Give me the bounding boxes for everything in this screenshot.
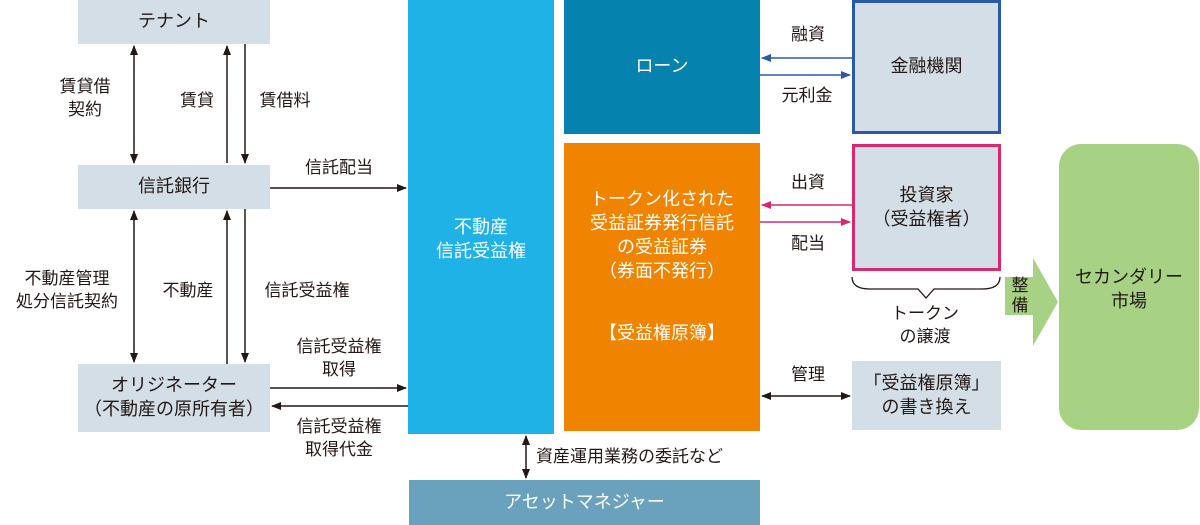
financial-institution-box: 金融機関 bbox=[852, 0, 1001, 134]
real-estate-label: 不動産 bbox=[162, 281, 214, 301]
asset-manager-label: アセットマネジャー bbox=[504, 491, 665, 513]
investment-label: 出資 bbox=[791, 173, 825, 193]
develop-arrow bbox=[1005, 258, 1058, 346]
dividend-label: 配当 bbox=[791, 234, 825, 254]
rent-label: 賃借料 bbox=[259, 91, 311, 111]
trust-bank-box: 信託銀行 bbox=[78, 165, 270, 209]
tenant-box: テナント bbox=[78, 0, 270, 44]
loan-box: ローン bbox=[564, 0, 760, 134]
financing-label: 融資 bbox=[791, 25, 825, 45]
register-rewrite-box: 「受益権原簿」 の書き換え bbox=[852, 361, 1001, 430]
beneficiary-register-label: 【受益権原簿】 bbox=[599, 323, 725, 344]
originator-label: オリジネーター （不動産の原所有者） bbox=[84, 375, 264, 420]
token-transfer-label: トークン の譲渡 bbox=[891, 304, 959, 347]
real-estate-trust-column: 不動産 信託受益権 bbox=[408, 0, 554, 434]
investor-label: 投資家 （受益権者） bbox=[872, 184, 981, 230]
delegation-label: 資産運用業務の委託など bbox=[536, 447, 723, 467]
secondary-market-box: セカンダリー 市場 bbox=[1059, 144, 1199, 430]
token-security-box: トークン化された 受益証券発行信託 の受益証券 （券面不発行） 【受益権原簿】 bbox=[564, 143, 760, 431]
real-estate-trust-label: 不動産 信託受益権 bbox=[436, 217, 526, 262]
trust-beneficiary-right-label: 信託受益権 bbox=[264, 281, 350, 301]
investor-box: 投資家 （受益権者） bbox=[852, 144, 1001, 271]
secondary-market-label: セカンダリー 市場 bbox=[1075, 267, 1183, 312]
acquire-price-label: 信託受益権 取得代金 bbox=[296, 417, 382, 460]
originator-box: オリジネーター （不動産の原所有者） bbox=[78, 364, 270, 432]
register-rewrite-label: 「受益権原簿」 の書き換え bbox=[863, 372, 990, 418]
acquire-right-label: 信託受益権 取得 bbox=[296, 337, 382, 380]
trust-bank-label: 信託銀行 bbox=[138, 176, 210, 197]
lease-contract-label: 賃貸借 契約 bbox=[59, 77, 111, 120]
financial-institution-label: 金融機関 bbox=[890, 56, 963, 77]
trust-dividend-label: 信託配当 bbox=[305, 158, 373, 178]
develop-label: 整 備 bbox=[1011, 276, 1029, 316]
management-label: 管理 bbox=[791, 365, 825, 385]
asset-manager-box: アセットマネジャー bbox=[409, 480, 760, 525]
token-security-label: トークン化された 受益証券発行信託 の受益証券 （券面不発行） bbox=[590, 189, 734, 282]
lease-label: 賃貸 bbox=[180, 91, 214, 111]
principal-interest-label: 元利金 bbox=[781, 86, 833, 106]
tenant-label: テナント bbox=[138, 11, 210, 32]
mgmt-disposal-contract-label: 不動産管理 処分信託契約 bbox=[16, 269, 118, 312]
loan-label: ローン bbox=[635, 56, 689, 77]
